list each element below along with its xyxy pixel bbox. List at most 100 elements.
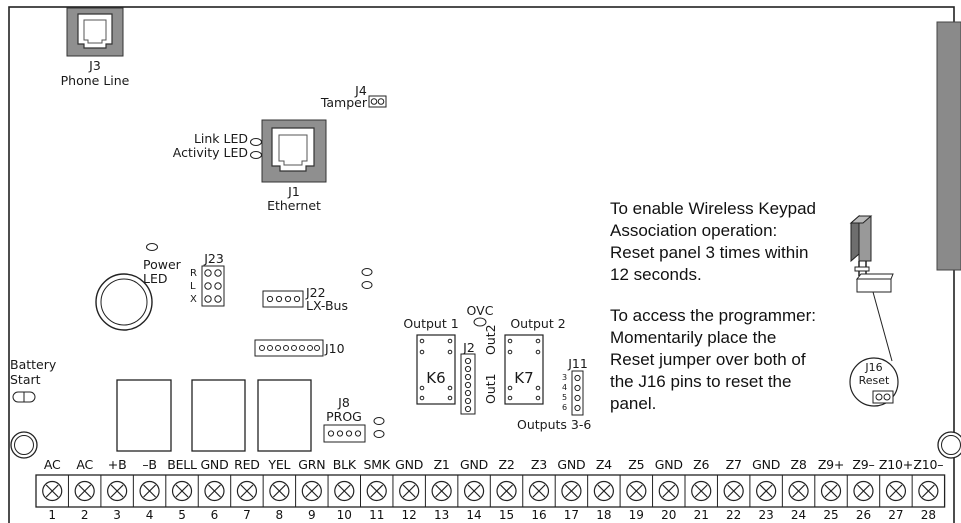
- terminal-number: 4: [145, 508, 154, 522]
- terminal-label: Z8: [790, 457, 807, 472]
- reset-jumper-j16: [849, 357, 899, 407]
- component-block: [257, 379, 312, 452]
- terminal-number: 8: [275, 508, 284, 522]
- connector-j2: [460, 353, 476, 415]
- j23-pin-l: L: [190, 281, 196, 292]
- terminal-number: 24: [790, 508, 807, 522]
- terminal-screw: [366, 480, 387, 502]
- j10-id: J10: [325, 341, 345, 356]
- terminal-label: Z2: [498, 457, 515, 472]
- terminal-number: 1: [48, 508, 57, 522]
- j2-out2: Out2: [483, 324, 498, 355]
- terminal-label: Z5: [628, 457, 645, 472]
- terminal-screw: [593, 480, 614, 502]
- terminal-screw: [788, 480, 809, 502]
- terminal-label: Z10+: [878, 457, 914, 472]
- terminal-label: GND: [752, 457, 781, 472]
- activity-led-label: Activity LED: [172, 145, 248, 160]
- k7-label: K7: [514, 369, 534, 387]
- terminal-screw: [463, 480, 485, 502]
- prog-connector-j8: [323, 424, 366, 443]
- tamper-jumper-j4: [368, 95, 387, 108]
- terminal-number: 14: [466, 508, 482, 522]
- terminal-number: 17: [563, 508, 580, 522]
- terminal-number: 23: [758, 508, 774, 522]
- terminal-screw: [853, 480, 874, 502]
- terminal-screw: [658, 480, 679, 502]
- terminal-label: AC: [76, 457, 93, 472]
- terminal-strip: [35, 474, 946, 508]
- terminal-label: Z9+: [817, 457, 845, 472]
- terminal-number: 16: [531, 508, 547, 522]
- terminal-screw: [918, 480, 939, 502]
- battery-start-label-1: Battery: [10, 357, 57, 372]
- j23-pin-r: R: [190, 268, 197, 279]
- j1-id: J1: [288, 184, 300, 199]
- j23-pin-x: X: [190, 294, 197, 305]
- j1-name: Ethernet: [267, 198, 321, 213]
- j11-pin-5: 5: [562, 393, 568, 402]
- terminal-number: 25: [823, 508, 839, 522]
- j8-name: PROG: [326, 409, 362, 424]
- leader-line: [872, 291, 893, 362]
- terminal-number: 28: [920, 508, 937, 522]
- power-led-label-2: LED: [143, 271, 168, 286]
- j11-pin-4: 4: [562, 383, 568, 392]
- terminal-number: 2: [80, 508, 89, 522]
- terminal-number: 6: [210, 508, 219, 522]
- relay-k7: [504, 334, 544, 405]
- terminal-screw: [42, 480, 63, 502]
- j16-name: Reset: [858, 374, 890, 387]
- terminal-number: 22: [726, 508, 742, 522]
- wireless-instructions: To enable Wireless Keypad Association op…: [610, 198, 816, 286]
- programmer-line-5: panel.: [610, 394, 657, 413]
- terminal-number: 26: [855, 508, 872, 522]
- programmer-line-2: Momentarily place the: [610, 328, 777, 347]
- terminal-screw: [399, 480, 420, 502]
- ethernet-jack-j1: [261, 119, 327, 183]
- j11-name: Outputs 3-6: [517, 417, 592, 432]
- terminal-screw: [74, 480, 95, 502]
- connector-j11: [571, 370, 584, 416]
- j11-pin-3: 3: [562, 373, 568, 382]
- wireless-line-2: Association operation:: [610, 221, 778, 240]
- terminal-screw: [756, 480, 777, 502]
- terminal-screw: [269, 480, 290, 502]
- terminal-number: 20: [661, 508, 677, 522]
- component-block: [116, 379, 172, 452]
- terminal-label: –B: [142, 457, 157, 472]
- test-led: [373, 430, 385, 438]
- terminal-number: 9: [307, 508, 316, 522]
- terminal-label: Z4: [595, 457, 612, 472]
- link-led-label: Link LED: [193, 131, 248, 146]
- j3-name: Phone Line: [60, 73, 130, 88]
- terminal-label: Z6: [693, 457, 710, 472]
- ovc-led: [473, 317, 487, 327]
- j16-id: J16: [865, 361, 883, 374]
- mounting-hole-right: [937, 431, 961, 459]
- terminal-number: 13: [433, 508, 450, 522]
- connector-j22: [262, 290, 304, 308]
- power-led-label-1: Power: [143, 257, 181, 272]
- test-led: [361, 268, 373, 276]
- terminal-label: GND: [557, 457, 586, 472]
- terminal-number: 15: [498, 508, 515, 522]
- terminal-label: GND: [200, 457, 229, 472]
- terminal-label: Z10–: [913, 457, 944, 472]
- terminal-label: +B: [107, 457, 127, 472]
- terminal-screw: [496, 480, 517, 502]
- terminal-label: GND: [460, 457, 489, 472]
- j2-id: J2: [463, 340, 475, 355]
- terminal-label: GRN: [298, 457, 326, 472]
- terminal-screw: [171, 480, 193, 502]
- terminal-label: SMK: [363, 457, 391, 472]
- j3-id: J3: [89, 58, 101, 73]
- jumper-j23: [201, 265, 225, 307]
- terminal-number: 3: [113, 508, 121, 522]
- battery-circle: [95, 273, 153, 331]
- battery-start-label-2: Start: [10, 372, 41, 387]
- terminal-screw: [885, 480, 907, 502]
- output1-label: Output 1: [403, 316, 459, 331]
- terminal-screw: [528, 480, 550, 502]
